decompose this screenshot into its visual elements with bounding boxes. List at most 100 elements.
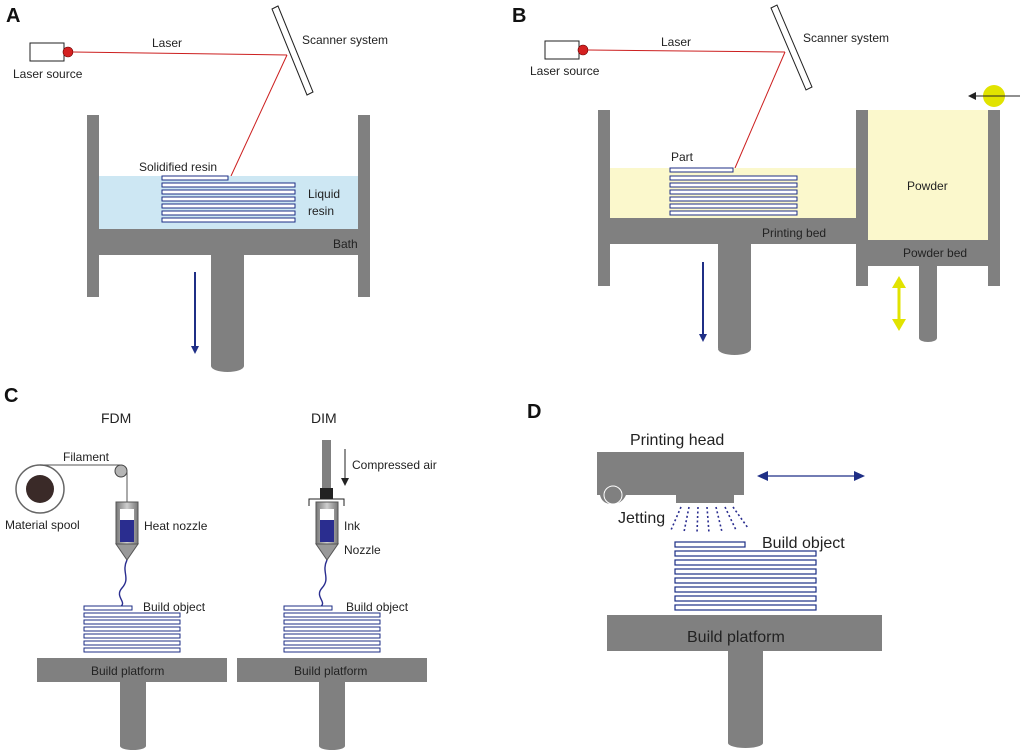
scanner-mirror — [770, 4, 813, 91]
vat-wall-left — [87, 115, 99, 297]
printing-head-nozzle-plate — [676, 495, 734, 503]
dim-ink — [320, 520, 334, 542]
d-build-object-label: Build object — [762, 535, 845, 552]
layer — [161, 210, 296, 216]
layer — [283, 640, 381, 646]
fdm-build-object-label: Build object — [143, 600, 206, 614]
laser-source-label: Laser source — [13, 67, 83, 81]
solidified-resin-label: Solidified resin — [139, 160, 217, 174]
layer — [283, 626, 381, 632]
panel-a-letter: A — [6, 5, 20, 27]
bed-wall-middle — [856, 110, 868, 286]
dim-title: DIM — [311, 410, 337, 426]
material-spool-label: Material spool — [5, 518, 80, 532]
laser-beam — [587, 49, 786, 53]
layer — [674, 568, 817, 575]
layer — [283, 633, 381, 639]
layer — [674, 595, 817, 602]
laser-emitter — [577, 44, 589, 56]
layer — [83, 612, 181, 618]
layer — [83, 647, 181, 653]
printing-head-label: Printing head — [630, 432, 724, 449]
layer — [669, 182, 798, 188]
syringe-plunger — [320, 488, 333, 499]
scanner-label: Scanner system — [803, 31, 889, 45]
jetting-droplets — [670, 506, 749, 534]
layer — [669, 203, 798, 209]
layer — [669, 196, 798, 202]
part-top-layer — [669, 167, 734, 173]
dim-build-object-label: Build object — [346, 600, 409, 614]
panel-d-letter: D — [527, 401, 541, 423]
filament-roller — [114, 464, 128, 478]
layer — [161, 189, 296, 195]
layer — [674, 550, 817, 557]
powder-wall-right — [988, 110, 1000, 286]
layer — [161, 217, 296, 223]
printing-bed — [610, 218, 856, 244]
fdm-top-layer — [83, 605, 133, 611]
part-label: Part — [671, 150, 694, 164]
nozzle-label: Nozzle — [344, 543, 381, 557]
panel-b: B Laser source Laser Scanner system Prin… — [512, 4, 1020, 355]
printing-head-wheel — [603, 485, 623, 505]
printing-bed-shaft — [718, 244, 751, 348]
bed-wall-left — [598, 110, 610, 286]
dim-nozzle-tip — [315, 543, 339, 561]
laser-source-box — [29, 42, 65, 62]
powder-bed-label: Powder bed — [903, 246, 967, 260]
air-tube — [322, 440, 331, 488]
dim-top-layer — [283, 605, 333, 611]
powder-bed — [868, 240, 988, 266]
powder-bed-updown-arrow — [892, 276, 906, 331]
platform-shaft — [211, 255, 244, 366]
spool-core — [26, 475, 54, 503]
scanner-mirror — [271, 5, 314, 96]
liquid-resin-label-1: Liquid — [308, 187, 340, 201]
jetting-label: Jetting — [618, 510, 665, 527]
layer — [83, 633, 181, 639]
heat-nozzle-tip — [115, 543, 139, 561]
laser-source-box — [544, 40, 580, 60]
laser-beam — [72, 51, 288, 56]
layer — [283, 619, 381, 625]
printing-bed-label: Printing bed — [762, 226, 826, 240]
printing-head — [597, 452, 744, 504]
panel-b-letter: B — [512, 5, 526, 27]
laser-label: Laser — [152, 36, 182, 50]
panel-d: D Printing head Jetting — [527, 401, 882, 748]
layer — [283, 647, 381, 653]
layer — [83, 640, 181, 646]
layer — [83, 619, 181, 625]
dim-extrusion — [318, 559, 328, 608]
fdm-layers — [83, 612, 181, 653]
powder-bed-shaft — [919, 266, 937, 338]
fdm-title: FDM — [101, 410, 131, 426]
dim-platform-shaft — [319, 682, 345, 746]
layer — [161, 182, 296, 188]
ink-label: Ink — [344, 519, 361, 533]
layer — [83, 626, 181, 632]
laser-emitter — [62, 46, 74, 58]
syringe-flange — [308, 498, 345, 506]
d-build-platform-label: Build platform — [687, 629, 785, 646]
d-platform-shaft — [728, 651, 763, 743]
solidified-layer — [161, 175, 229, 181]
powder-label: Powder — [907, 179, 948, 193]
laser-source-label: Laser source — [530, 64, 600, 78]
heat-nozzle-label: Heat nozzle — [144, 519, 208, 533]
head-direction-arrow — [757, 471, 865, 481]
panel-c: C FDM Filament Material spool Heat nozzl… — [4, 385, 437, 750]
layer — [674, 604, 817, 611]
heat-nozzle-melt — [120, 520, 134, 542]
dim-build-platform-label: Build platform — [294, 664, 367, 678]
layer — [161, 203, 296, 209]
bath-label: Bath — [333, 237, 358, 251]
laser-beam-reflected — [734, 51, 786, 169]
liquid-resin-label-2: resin — [308, 204, 334, 218]
panel-c-letter: C — [4, 385, 18, 407]
laser-label: Laser — [661, 35, 691, 49]
panel-a: A Laser source Laser Scanner system Bath… — [6, 5, 388, 372]
d-layers — [674, 550, 817, 611]
